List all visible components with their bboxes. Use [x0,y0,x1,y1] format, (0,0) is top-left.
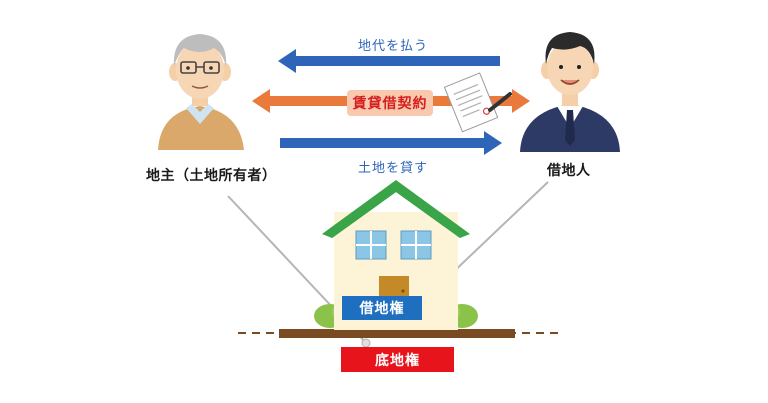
contract-badge: 賃貸借契約 [347,90,433,116]
landowner-label: 地主（土地所有者） [146,168,277,184]
window-left-icon [355,230,387,260]
underlying-right-box: 底地権 [341,347,454,372]
leasehold-right-box: 借地権 [342,296,422,320]
pen-icon [488,92,512,112]
rent-arrow-label: 地代を払う [358,39,429,54]
landowner-pointer-dot [361,338,371,348]
underlying-right-label: 底地権 [375,352,420,369]
lend-arrow [280,131,502,155]
rent-arrow [278,49,500,73]
contract-label: 賃貸借契約 [352,96,428,112]
window-right-icon [400,230,432,260]
borrower-label: 借地人 [547,163,591,179]
lend-arrow-label: 土地を貸す [358,161,429,176]
ground-line [238,329,560,338]
leasehold-right-label: 借地権 [359,301,405,317]
landowner-icon [158,34,244,150]
contract-document-icon [443,72,499,133]
borrower-icon [520,32,620,152]
